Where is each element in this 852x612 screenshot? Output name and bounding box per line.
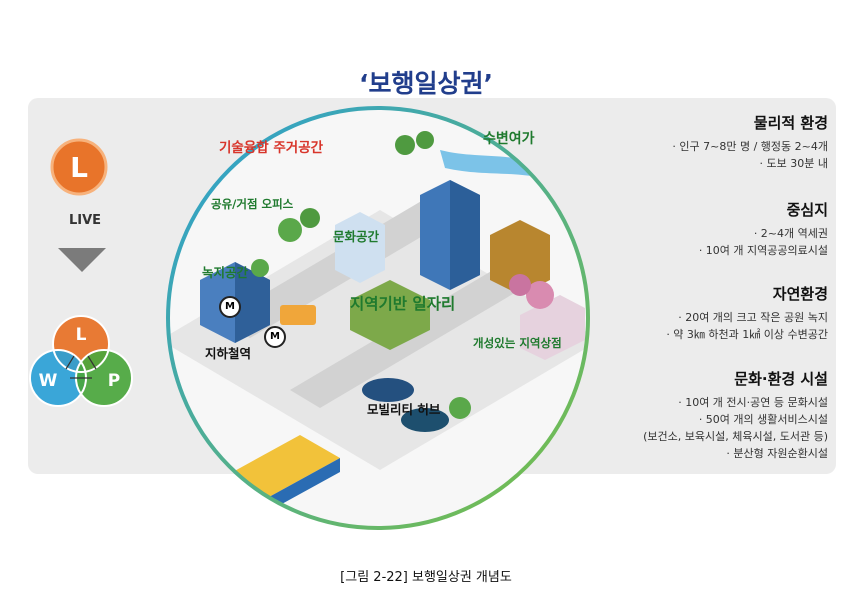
- venn-label-w: W: [39, 371, 58, 391]
- venn-label-p: P: [108, 371, 120, 391]
- section-natural-environment: 자연환경 · 20여 개의 크고 작은 공원 녹지 · 약 3㎞ 하천과 1㎢ …: [666, 283, 828, 343]
- label-subway: 지하철역: [205, 346, 252, 361]
- section-physical-environment: 물리적 환경 · 인구 7~8만 명 / 행정동 2~4개 · 도보 30분 내: [672, 112, 828, 172]
- label-local-shops: 개성있는 지역상점: [473, 336, 562, 350]
- lwp-venn-diagram: L W P: [22, 312, 140, 412]
- section-item: · 10여 개 지역공공의료시설: [698, 244, 828, 257]
- label-local-jobs: 지역기반 일자리: [350, 295, 456, 313]
- metro-station-icon: M: [264, 326, 286, 348]
- live-icon-letter: L: [70, 151, 88, 184]
- down-arrow-icon: [58, 248, 106, 278]
- label-culture-space: 문화공간: [333, 229, 380, 244]
- label-mobility-hub: 모빌리티 허브: [367, 402, 441, 417]
- metro-station-icon: M: [219, 296, 241, 318]
- label-green-space: 녹지공간: [202, 265, 249, 280]
- section-item: · 2~4개 역세권: [753, 227, 828, 240]
- section-item: (보건소, 보육시설, 체육시설, 도서관 등): [643, 430, 828, 443]
- section-heading: 중심지: [786, 201, 828, 219]
- section-item: · 약 3㎞ 하천과 1㎢ 이상 수변공간: [666, 328, 828, 341]
- section-item: · 도보 30분 내: [759, 157, 828, 170]
- section-heading: 문화·환경 시설: [734, 370, 828, 388]
- figure-caption: [그림 2-22] 보행일상권 개념도: [340, 570, 512, 585]
- section-heading: 물리적 환경: [753, 114, 828, 132]
- section-center: 중심지 · 2~4개 역세권 · 10여 개 지역공공의료시설: [699, 199, 828, 259]
- section-item: · 20여 개의 크고 작은 공원 녹지: [678, 311, 828, 324]
- section-heading: 자연환경: [772, 285, 828, 303]
- diagram-title: ‘보행일상권’: [359, 69, 493, 98]
- section-item: · 10여 개 전시·공연 등 문화시설: [678, 396, 828, 409]
- label-waterfront: 수변여가: [483, 131, 535, 147]
- live-icon: L: [50, 138, 108, 196]
- label-tech-housing: 기술융합 주거공간: [219, 140, 324, 156]
- city-illustration: [140, 90, 620, 540]
- section-item: · 분산형 자원순환시설: [726, 447, 828, 460]
- section-culture-facilities: 문화·환경 시설 · 10여 개 전시·공연 등 문화시설 · 50여 개의 생…: [643, 368, 828, 462]
- section-item: · 인구 7~8만 명 / 행정동 2~4개: [672, 140, 828, 153]
- live-label: LIVE: [68, 213, 102, 228]
- section-item: · 50여 개의 생활서비스시설: [698, 413, 828, 426]
- label-shared-office: 공유/거점 오피스: [211, 197, 294, 211]
- venn-label-l: L: [76, 325, 87, 345]
